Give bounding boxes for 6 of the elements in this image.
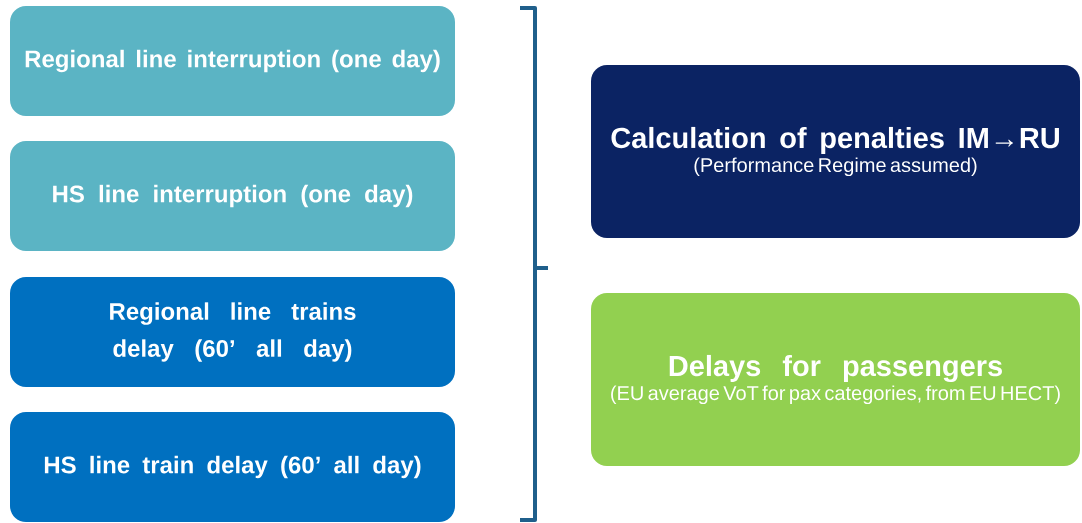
scenario-box: Regional line interruption (one day) <box>10 6 455 116</box>
result-box: Calculation of penalties IM→RU (Performance Regime assumed) <box>591 65 1080 238</box>
scenario-box: HS line interruption (one day) <box>10 141 455 251</box>
scenario-box: Regional line trains delay (60’ all day) <box>10 277 455 387</box>
scenario-box: HS line train delay (60’ all day) <box>10 412 455 522</box>
result-box: Delays for passengers (EU average VoT for pax categories, from EU HECT) <box>591 293 1080 466</box>
